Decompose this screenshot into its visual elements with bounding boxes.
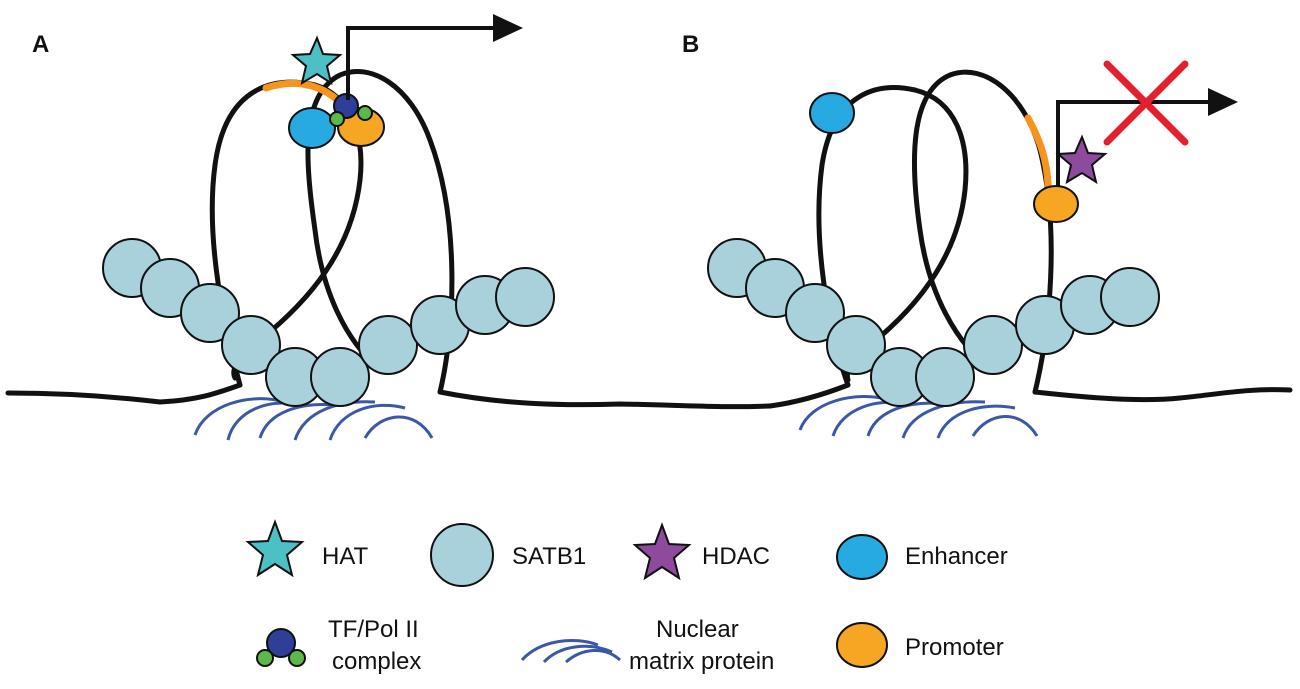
nuclear-matrix-arc — [363, 415, 434, 439]
panel-b-enhancer — [809, 92, 855, 134]
panel-a-enhancer — [288, 107, 336, 149]
nuclear-matrix-arc — [971, 415, 1039, 437]
panel-a-tf-complex-subunit — [357, 105, 373, 121]
panel-b-hdac-star — [1055, 134, 1108, 185]
panel-b-block-x-icon — [1103, 60, 1189, 146]
satb1-circle — [358, 315, 418, 375]
panel-b-label: B — [682, 31, 699, 58]
satb1-circle — [495, 267, 555, 327]
satb1-circle — [826, 315, 886, 375]
legend-hat-star-icon — [245, 519, 305, 578]
nuclear-matrix-arc — [936, 404, 1016, 439]
legend: HAT SATB1 HDAC Enhancer TF/Pol II comple… — [245, 519, 1008, 675]
panel-b-orange-segment — [1024, 114, 1052, 189]
legend-satb1-label: SATB1 — [512, 543, 586, 570]
satb1-circle — [221, 315, 281, 375]
legend-matrix-label-line1: Nuclear — [656, 616, 739, 643]
panel-b-nuclear-matrix — [798, 395, 1039, 439]
legend-promoter-ellipse-icon — [836, 622, 888, 668]
nuclear-matrix-arc — [328, 403, 406, 441]
nuclear-matrix-arc — [258, 402, 336, 439]
legend-tf-subunit-icon — [288, 649, 306, 667]
legend-enhancer-ellipse-icon — [836, 534, 888, 580]
panel-a-tf-complex-subunit — [329, 111, 345, 127]
satb1-circle — [963, 315, 1023, 375]
legend-enhancer-label: Enhancer — [905, 543, 1008, 570]
panel-b-promoter — [1033, 185, 1079, 223]
panel-b: B — [682, 31, 1293, 439]
legend-tf-pol-label-line2: complex — [332, 648, 421, 675]
legend-matrix-label-line2: matrix protein — [629, 648, 774, 675]
legend-hdac-label: HDAC — [702, 543, 770, 570]
legend-nuclear-matrix-icon — [520, 638, 622, 664]
legend-satb1-circle-icon — [430, 523, 494, 587]
satb1-circle — [180, 283, 240, 343]
legend-hdac-star-icon — [632, 522, 692, 581]
legend-tf-core-icon — [266, 628, 296, 658]
panel-a: A — [5, 14, 773, 441]
legend-hat-label: HAT — [322, 543, 369, 570]
nuclear-matrix-arc — [798, 395, 891, 431]
panel-a-transcription-arrow — [346, 26, 495, 100]
nuclear-matrix-arc — [901, 400, 986, 439]
legend-tf-pol-label-line1: TF/Pol II — [328, 616, 419, 643]
nuclear-matrix-arc — [293, 400, 376, 441]
panel-a-arrowhead — [493, 14, 523, 42]
panel-b-loop-right — [911, 69, 1054, 395]
satb1-circle — [785, 283, 845, 343]
panel-a-nuclear-matrix — [193, 397, 434, 441]
panel-a-baseline-fiber — [5, 382, 773, 410]
panel-a-hat-star — [290, 35, 343, 86]
panel-b-transcription-arrow — [1056, 100, 1210, 186]
panel-b-baseline-fiber — [767, 382, 1293, 409]
satb1-circle — [915, 347, 975, 407]
satb1-circle — [1100, 267, 1160, 327]
panel-a-label: A — [32, 31, 49, 58]
satb1-circle — [310, 347, 370, 407]
nuclear-matrix-arc — [193, 397, 286, 436]
legend-promoter-label: Promoter — [905, 634, 1004, 661]
panel-a-loop-right — [305, 68, 455, 395]
panel-b-arrowhead — [1208, 88, 1238, 116]
legend-tf-subunit-icon — [256, 649, 274, 667]
